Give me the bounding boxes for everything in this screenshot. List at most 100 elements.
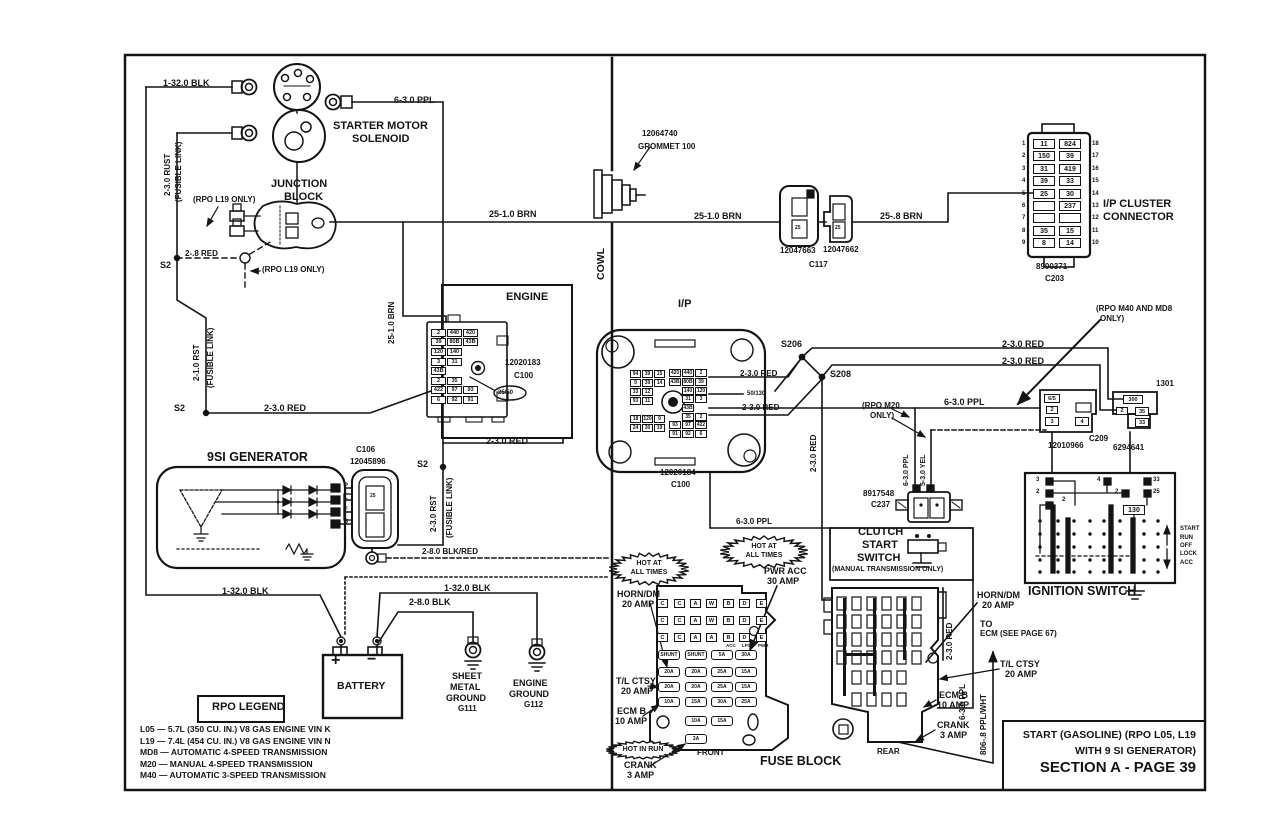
splice-label: S2 xyxy=(417,459,429,469)
wire-label: 25-1.0 BRN xyxy=(489,209,537,219)
fuse-terminal-letter: E xyxy=(756,599,767,608)
junction-title: BLOCK xyxy=(284,191,324,203)
fuseblock-title: FUSE BLOCK xyxy=(760,754,842,768)
engine-connector-pin: 2 xyxy=(431,329,446,337)
ignition-terminal: 130 xyxy=(1123,505,1145,515)
fuse: 25A xyxy=(735,697,757,707)
splice-dots xyxy=(173,254,826,471)
fuse: 25A xyxy=(711,667,733,677)
splice-label: S206 xyxy=(781,339,803,349)
wire-label: (FUSIBLE LINK) xyxy=(174,141,183,202)
ip-connector-pin: 93 xyxy=(630,397,641,405)
cluster-pin: 419 xyxy=(1059,164,1081,174)
ground-label: G111 xyxy=(458,704,477,713)
wire-label: 6-3.0 PPL xyxy=(736,517,773,526)
wire-label: 2-3.0 RED xyxy=(742,403,780,412)
cluster-index: 11 xyxy=(1092,228,1099,234)
c1301-pin: 35 xyxy=(1135,407,1149,416)
wire-label: 2-3.0 RED xyxy=(486,436,529,446)
connector-label: C106 xyxy=(356,445,376,454)
connector-label: C203 xyxy=(1045,274,1065,283)
fuse-terminal-letter: D xyxy=(739,616,750,625)
ip-connector-pin: 43B xyxy=(669,378,681,386)
cluster-pin: 11 xyxy=(1033,139,1055,149)
footer-line-3: SECTION A - PAGE 39 xyxy=(1039,759,1196,776)
cluster-pin: 8 xyxy=(1033,238,1055,248)
connector-label: C237 xyxy=(871,500,891,509)
fuse-sublabel: ACC xyxy=(726,643,736,648)
generator-title: 9SI GENERATOR xyxy=(207,450,308,464)
cluster-index: 13 xyxy=(1092,203,1099,209)
fuse-callout: 3 AMP xyxy=(627,770,655,780)
c1301-pin: 300 xyxy=(1123,395,1143,404)
ignition-pin: 2 xyxy=(1115,489,1119,495)
wire-label: 1-32.0 BLK xyxy=(222,586,269,596)
cluster-index: 18 xyxy=(1092,141,1099,147)
fuse-callout: 20 AMP xyxy=(1005,669,1038,679)
wire-label: 2-8.0 BLK/RED xyxy=(422,547,479,556)
part-number: 8900371 xyxy=(1036,262,1068,271)
cluster-pin xyxy=(1033,201,1055,211)
legend-line: MD8 — AUTOMATIC 4-SPEED TRANSMISSION xyxy=(140,747,328,758)
cluster-pin: 33 xyxy=(1059,176,1081,186)
fuse-callout: T/L CTSY xyxy=(616,676,656,686)
cluster-pin: 824 xyxy=(1059,139,1081,149)
cluster-pin: 14 xyxy=(1059,238,1081,248)
wire-label: 25-.8 BRN xyxy=(880,211,923,221)
fuse-terminal-letter: A xyxy=(690,616,701,625)
cluster-index: 6 xyxy=(1022,203,1026,209)
ip-connector-pin: 35 xyxy=(682,413,694,421)
engine-connector-pin: 80B xyxy=(447,338,462,346)
part-number: 8917548 xyxy=(863,489,895,498)
ground-drawings xyxy=(464,636,546,672)
fuse: SHUNT xyxy=(658,650,680,660)
connector-label: C100 xyxy=(514,371,534,380)
c209-pin: 2 xyxy=(1046,406,1058,414)
engine-connector-pin: 422 xyxy=(431,386,446,394)
fuse-terminal-letter: W xyxy=(706,599,717,608)
fuse-terminal-letter: C xyxy=(674,599,685,608)
fuse-callout: ECM B xyxy=(939,690,968,700)
ip-connector-pin: 6 xyxy=(695,430,707,438)
ip-connector-pin: 420 xyxy=(669,369,681,377)
ip-connector-pin: 2 xyxy=(695,369,707,377)
fuseblock-view-label: FRONT xyxy=(697,748,725,757)
cluster-pin: 39 xyxy=(1033,176,1055,186)
fuse-callout: 20 AMP xyxy=(622,599,655,609)
legend-box xyxy=(197,695,285,723)
callout-arrows xyxy=(206,146,1102,767)
wire-label: 2-3.0 RST xyxy=(429,495,438,532)
cluster-pin: 150 xyxy=(1033,151,1055,161)
fuse: 25A xyxy=(711,682,733,692)
hot-at-all-times-left-text: ALL TIMES xyxy=(630,569,668,576)
starter-title: STARTER MOTOR xyxy=(333,120,428,132)
ip-connector-pin: 140 xyxy=(682,387,694,395)
ip-connector-pin: 33 xyxy=(630,388,641,396)
fuse-sublabel: PWR xyxy=(758,643,769,648)
wire-label: 1-32.0 BLK xyxy=(163,78,210,88)
hot-at-all-times-right-text: ALL TIMES xyxy=(745,552,783,559)
fuse-terminal-letter: W xyxy=(706,616,717,625)
ignition-title: IGNITION SWITCH xyxy=(1028,584,1137,598)
wire-label: 2-.8 RED xyxy=(185,249,218,258)
fuse-terminal-letter: C xyxy=(657,599,668,608)
battery-title: BATTERY xyxy=(337,680,386,692)
ignition-pin: 33 xyxy=(1153,477,1160,483)
wire-label: (FUSIBLE LINK) xyxy=(445,477,454,538)
wire-label: 2-3.0 RED xyxy=(1002,339,1045,349)
hot-in-run-text: HOT IN RUN xyxy=(622,745,664,753)
wire-label: 2-3.0 RED xyxy=(1002,356,1045,366)
battery-drawing xyxy=(321,646,404,720)
part-number: 12020183 xyxy=(505,358,541,367)
cluster-index: 9 xyxy=(1022,240,1026,246)
splice-label: S208 xyxy=(830,369,852,379)
engine-title: ENGINE xyxy=(506,291,549,303)
cluster-index: 10 xyxy=(1092,240,1099,246)
fuse-terminal-letter: D xyxy=(739,633,750,642)
ignition-position: START xyxy=(1180,526,1200,532)
part-number: 12010966 xyxy=(1048,441,1084,450)
ignition-pin: 4 xyxy=(1097,477,1101,483)
ip-connector-pin: 39 xyxy=(695,378,707,386)
connector-label: 1301 xyxy=(1156,379,1174,388)
